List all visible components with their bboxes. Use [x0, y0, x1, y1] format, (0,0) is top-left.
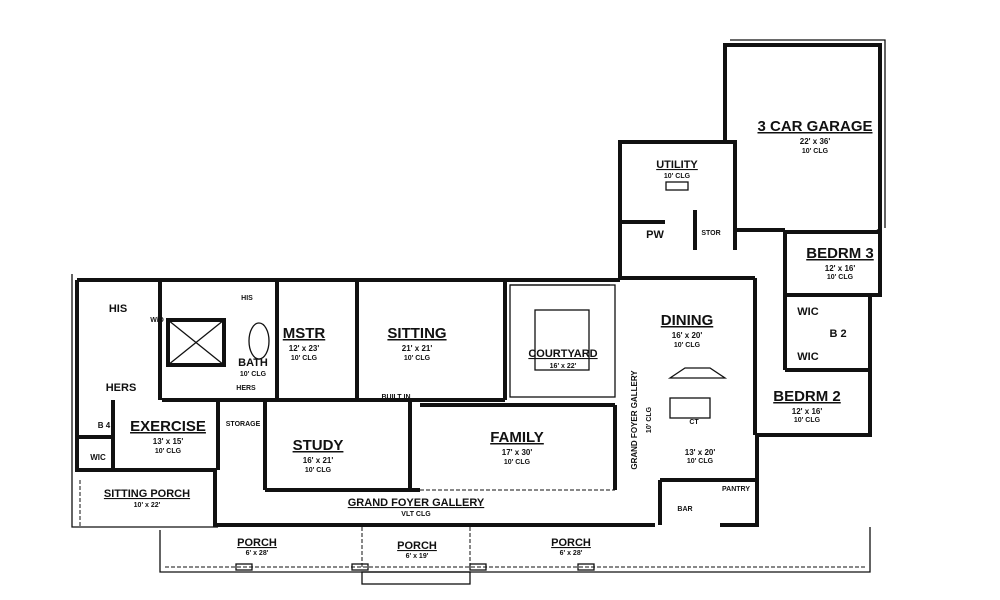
study-size: 16' x 21' — [303, 456, 334, 465]
bedrm3-ceiling: 10' CLG — [827, 274, 854, 281]
study-ceiling: 10' CLG — [305, 467, 332, 474]
dining-size: 16' x 20' — [672, 331, 703, 340]
grand-foyer-vertical-name: GRAND FOYER GALLERY — [630, 370, 639, 470]
b2-label: B 2 — [829, 328, 846, 340]
wic-b2-label: WIC — [797, 351, 818, 363]
wic-left-label: WIC — [90, 453, 106, 462]
family-name: FAMILY — [490, 429, 544, 446]
sitting-porch-size: 10' x 22' — [134, 502, 161, 509]
ct-label: CT — [689, 419, 699, 426]
pw-label: PW — [646, 229, 664, 241]
family-ceiling: 10' CLG — [504, 459, 531, 466]
utility-name: UTILITY — [656, 159, 698, 171]
grand-foyer-ceiling: VLT CLG — [401, 511, 431, 518]
courtyard-size: 16' x 22' — [550, 363, 577, 370]
bath-ceiling: 10' CLG — [240, 371, 267, 378]
interior-walls — [77, 210, 880, 525]
wic-b3-label: WIC — [797, 306, 818, 318]
exercise-name: EXERCISE — [130, 418, 206, 435]
pantry-label: PANTRY — [722, 486, 750, 493]
porch-right-size: 6' x 28' — [560, 550, 583, 557]
sitting-size: 21' x 21' — [402, 344, 433, 353]
bath-his-label: HIS — [241, 295, 253, 302]
utility-ceiling: 10' CLG — [664, 173, 691, 180]
bedrm2-size: 12' x 16' — [792, 407, 823, 416]
exterior-walls — [71, 39, 886, 527]
courtyard-name: COURTYARD — [528, 348, 597, 360]
bedrm2-name: BEDRM 2 — [773, 388, 841, 405]
stor-label: STOR — [701, 230, 720, 237]
porch-center-size: 6' x 19' — [406, 553, 429, 560]
bar-label: BAR — [677, 506, 692, 513]
bath-hers-label: HERS — [236, 385, 256, 392]
bedrm2-ceiling: 10' CLG — [794, 417, 821, 424]
mstr-size: 12' x 23' — [289, 344, 320, 353]
grand-foyer-name: GRAND FOYER GALLERY — [348, 497, 485, 509]
utility-sink — [665, 181, 689, 191]
storage-label: STORAGE — [226, 421, 261, 428]
washer-dryer-label: W/D — [150, 317, 164, 324]
dining-ceiling: 10' CLG — [674, 342, 701, 349]
porch-left-size: 6' x 28' — [246, 550, 269, 557]
garage-size: 22' x 36' — [800, 137, 831, 146]
study-name: STUDY — [293, 437, 344, 454]
mstr-name: MSTR — [283, 325, 326, 342]
dining-name: DINING — [661, 312, 714, 329]
garage-ceiling: 10' CLG — [802, 148, 829, 155]
sitting-name: SITTING — [387, 325, 446, 342]
porch-left-name: PORCH — [237, 537, 277, 549]
family-size: 17' x 30' — [502, 448, 533, 457]
exercise-ceiling: 10' CLG — [155, 448, 182, 455]
sitting-ceiling: 10' CLG — [404, 355, 431, 362]
bedrm3-name: BEDRM 3 — [806, 245, 874, 262]
hers-closet-label: HERS — [106, 382, 137, 394]
exercise-size: 13' x 15' — [153, 437, 184, 446]
garage-name: 3 CAR GARAGE — [757, 118, 872, 135]
mstr-ceiling: 10' CLG — [291, 355, 318, 362]
porch-center-name: PORCH — [397, 540, 437, 552]
porches — [71, 475, 871, 585]
sitting-porch-name: SITTING PORCH — [104, 488, 190, 500]
kitchen-size: 13' x 20' — [685, 448, 716, 457]
bedrm3-size: 12' x 16' — [825, 264, 856, 273]
built-in-label: BUILT IN — [381, 394, 410, 401]
grand-foyer-vertical-ceiling: 10' CLG — [646, 406, 653, 433]
porch-right-name: PORCH — [551, 537, 591, 549]
bath-name: BATH — [238, 357, 268, 369]
b4-label: B 4 — [98, 421, 111, 430]
kitchen-ceiling: 10' CLG — [687, 458, 714, 465]
his-closet-label: HIS — [109, 303, 127, 315]
